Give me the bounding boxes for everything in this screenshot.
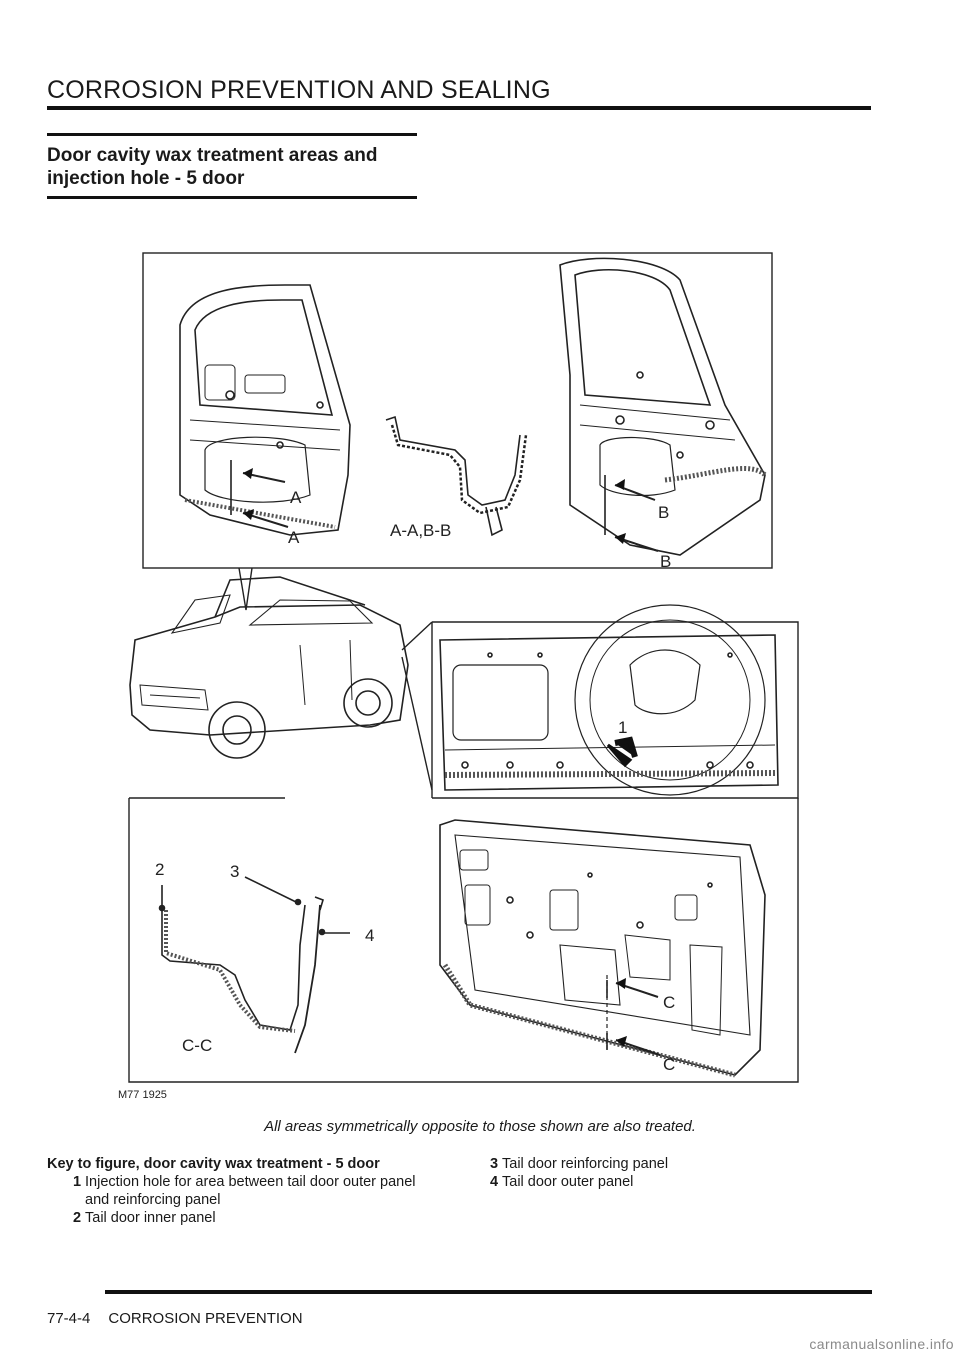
key-heading: Key to figure, door cavity wax treatment… — [47, 1156, 380, 1172]
label-1: 1 — [618, 718, 627, 737]
label-a-lower: A — [288, 528, 300, 547]
label-aa-bb: A-A,B-B — [390, 521, 451, 540]
label-a-upper: A — [290, 488, 302, 507]
footer-rule — [105, 1290, 872, 1294]
rear-door-drawing — [559, 257, 767, 556]
label-b-upper: B — [658, 503, 669, 522]
section-rule-bottom — [47, 196, 417, 199]
figure-id: M77 1925 — [118, 1089, 167, 1101]
top-inset-frame — [142, 252, 773, 569]
section-profile-cc — [158, 896, 326, 1054]
tail-door-outer-drawing — [439, 604, 779, 796]
figure-caption: All areas symmetrically opposite to thos… — [264, 1118, 696, 1135]
header-rule — [47, 106, 871, 110]
key-item-1: 1 Injection hole for area between tail d… — [47, 1173, 427, 1209]
label-b-lower: B — [660, 552, 671, 571]
section-rule-top — [47, 133, 417, 136]
key-item-2: 2 Tail door inner panel — [47, 1209, 427, 1227]
label-4: 4 — [365, 926, 374, 945]
label-c-upper: C — [663, 993, 675, 1012]
door-cavity-figure: A A A-A,B-B B B 1 2 3 4 C-C C C M77 1925 — [118, 252, 799, 1101]
key-item-text: Tail door reinforcing panel — [502, 1156, 669, 1172]
front-door-drawing — [179, 284, 351, 536]
key-item-number: 3 — [490, 1156, 499, 1172]
key-item-text: Injection hole for area between tail doo… — [85, 1174, 416, 1208]
watermark: carmanualsonline.info — [809, 1336, 954, 1352]
section-title: Door cavity wax treatment areas and inje… — [47, 145, 378, 189]
key-item-4: 4 Tail door outer panel — [490, 1173, 870, 1191]
tail-door-inner-drawing — [439, 819, 766, 1078]
key-item-text: Tail door inner panel — [85, 1210, 216, 1226]
label-c-lower: C — [663, 1055, 675, 1074]
key-item-3: 3 Tail door reinforcing panel — [490, 1155, 870, 1173]
key-item-number: 1 — [73, 1174, 82, 1190]
page-footer: 77-4-4 CORROSION PREVENTION — [47, 1310, 303, 1327]
label-3: 3 — [230, 862, 239, 881]
key-item-number: 4 — [490, 1174, 499, 1190]
section-profile-aa-bb — [385, 415, 528, 537]
key-right-column: 3 Tail door reinforcing panel 4 Tail doo… — [490, 1155, 870, 1191]
page-header-title: CORROSION PREVENTION AND SEALING — [47, 76, 551, 104]
key-left-column: Key to figure, door cavity wax treatment… — [47, 1155, 427, 1227]
key-item-number: 2 — [73, 1210, 82, 1226]
vehicle-drawing — [129, 576, 409, 759]
label-cc: C-C — [182, 1036, 212, 1055]
key-item-text: Tail door outer panel — [502, 1174, 634, 1190]
footer-section-name: CORROSION PREVENTION — [108, 1310, 303, 1327]
footer-page-number: 77-4-4 — [47, 1310, 91, 1327]
label-2: 2 — [155, 860, 164, 879]
